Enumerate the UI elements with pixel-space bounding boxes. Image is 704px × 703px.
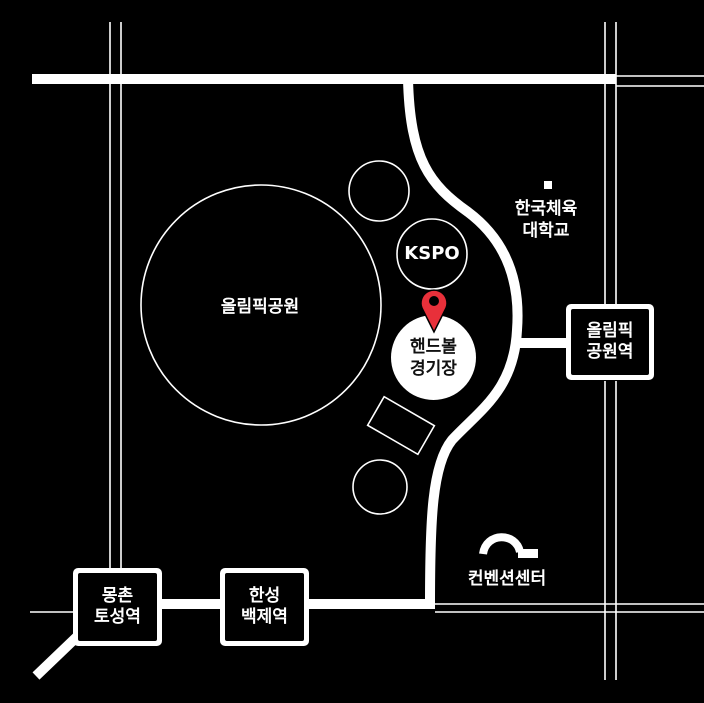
olympic-park-circle bbox=[140, 184, 382, 426]
station-olympic-park-line1: 올림픽 bbox=[586, 321, 634, 341]
station-hanseong[interactable]: 한성 백제역 bbox=[220, 568, 309, 646]
station-mongchon-line2: 토성역 bbox=[94, 607, 141, 627]
station-hanseong-line1: 한성 bbox=[248, 586, 281, 606]
station-olympic-park[interactable]: 올림픽 공원역 bbox=[566, 304, 654, 380]
station-olympic-park-line2: 공원역 bbox=[586, 342, 634, 362]
curved-main-road bbox=[403, 78, 523, 605]
university-label: 한국체육 대학교 bbox=[500, 198, 592, 242]
university-label-line1: 한국체육 bbox=[514, 199, 578, 219]
facility-circle-south bbox=[352, 459, 408, 515]
university-label-line2: 대학교 bbox=[522, 221, 570, 241]
station-hanseong-line2: 백제역 bbox=[241, 607, 288, 627]
park-label: 올림픽공원 bbox=[220, 297, 300, 317]
facility-rectangle bbox=[366, 395, 436, 456]
outer-roads bbox=[30, 22, 704, 680]
kspo-circle bbox=[396, 218, 468, 290]
kspo-label: KSPO bbox=[404, 243, 460, 264]
venue-label-line1: 핸드볼 bbox=[410, 336, 457, 357]
convention-label: 컨벤션센터 bbox=[467, 569, 547, 589]
square-dot-icon bbox=[544, 181, 552, 189]
facility-circle-north bbox=[348, 160, 410, 222]
venue-label-line2: 경기장 bbox=[410, 358, 457, 379]
station-mongchon[interactable]: 몽촌 토성역 bbox=[73, 568, 162, 646]
location-pin-icon[interactable] bbox=[419, 286, 449, 334]
station-mongchon-line1: 몽촌 bbox=[101, 586, 134, 606]
park-features bbox=[140, 160, 468, 515]
u-turn-arrow-icon bbox=[479, 533, 538, 558]
